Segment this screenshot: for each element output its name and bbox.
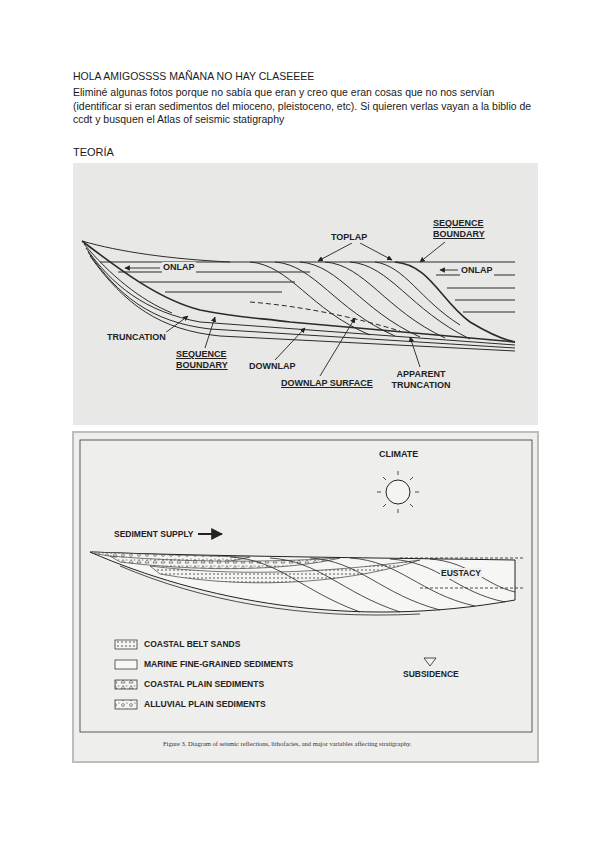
callout-label: TOPLAP (330, 232, 368, 243)
legend-swatch (115, 660, 137, 669)
clinoform (270, 558, 400, 612)
clinoform (300, 262, 420, 337)
callout-label: EUSTACY (440, 568, 482, 579)
leader-line (440, 270, 458, 271)
section-heading: TEORÍA (73, 146, 114, 160)
onlap-reflector (463, 312, 515, 313)
subsidence-arrow (424, 658, 436, 666)
clinoform (430, 559, 515, 592)
legend-text: MARINE FINE-GRAINED SEDIMENTS (143, 659, 294, 670)
clinoforms (120, 557, 515, 615)
callout-label: ONLAP (460, 265, 494, 276)
callout-label: SUBSIDENCE (402, 669, 460, 680)
sea-level-line (420, 588, 525, 589)
onlap-reflector (447, 288, 515, 289)
sun-rays (377, 471, 419, 513)
callout-label: SEQUENCE BOUNDARY (432, 218, 496, 241)
lower-reflector (90, 256, 515, 351)
leader-lines (125, 242, 458, 376)
lower-reflector (88, 252, 515, 348)
photo-ground (73, 163, 538, 425)
supply-arrow (198, 533, 222, 535)
sun-disc (386, 480, 410, 504)
leader-line (410, 337, 420, 367)
leader-line (275, 328, 305, 360)
figure-frame (80, 440, 532, 732)
callout-label: CLIMATE (378, 449, 419, 460)
onlap-reflector (455, 300, 515, 301)
leader-line (420, 242, 445, 262)
coastal-sand-band (150, 560, 420, 583)
sun-symbol (377, 471, 419, 513)
note-paragraph: Eliminé algunas fotos porque no sabía qu… (73, 86, 543, 127)
sun-ray (377, 471, 419, 513)
legend-swatch (115, 680, 137, 689)
sea-level-lines (400, 558, 525, 588)
coastal-plain-band (110, 556, 340, 569)
wedge-reflector (120, 566, 420, 615)
top-reflector (82, 241, 230, 262)
clinoform (350, 558, 475, 606)
leader-line (205, 317, 215, 348)
leader-line (318, 243, 352, 261)
legend-swatch (115, 640, 137, 649)
callout-label: DOWNLAP (248, 361, 297, 372)
leader-line (165, 316, 188, 333)
legend-text: COASTAL BELT SANDS (143, 639, 241, 650)
onlap-reflector (140, 282, 295, 283)
clinoform (375, 262, 460, 325)
leader-line (360, 243, 392, 260)
downlap-surface (250, 302, 400, 331)
callout-label: DOWNLAP SURFACE (280, 378, 374, 389)
sequence-boundary (395, 262, 515, 342)
callout-label: TRUNCATION (106, 332, 167, 343)
sequence-boundary (82, 241, 515, 342)
figure-caption: Figure 3. Diagram of seismic reflections… (163, 740, 493, 748)
sea-level-line (400, 558, 525, 559)
truncated-reflector (84, 244, 172, 313)
clinoform (350, 262, 470, 339)
leader-line (125, 268, 160, 269)
photo-ground (73, 432, 538, 762)
onlap-reflector (165, 292, 282, 293)
truncated-reflector (86, 248, 515, 345)
wedge-outline (90, 552, 515, 612)
clinoform (230, 557, 360, 612)
legend-text: COASTAL PLAIN SEDIMENTS (143, 679, 265, 690)
callout-label: APPARENT TRUNCATION (378, 369, 464, 392)
sediment-wedge (90, 552, 515, 615)
callout-label: ONLAP (162, 262, 196, 273)
callout-label: SEDIMENT SUPPLY (113, 529, 195, 540)
leader-line (320, 318, 355, 376)
legend-text: ALLUVIAL PLAIN SEDIMENTS (143, 699, 267, 710)
legend-swatch (115, 700, 137, 709)
legend-swatches (115, 640, 137, 709)
callout-label: SEQUENCE BOUNDARY (175, 349, 239, 372)
page-heading: HOLA AMIGOSSSS MAÑANA NO HAY CLASEEEE (73, 70, 314, 83)
onlap-reflector (118, 272, 310, 273)
